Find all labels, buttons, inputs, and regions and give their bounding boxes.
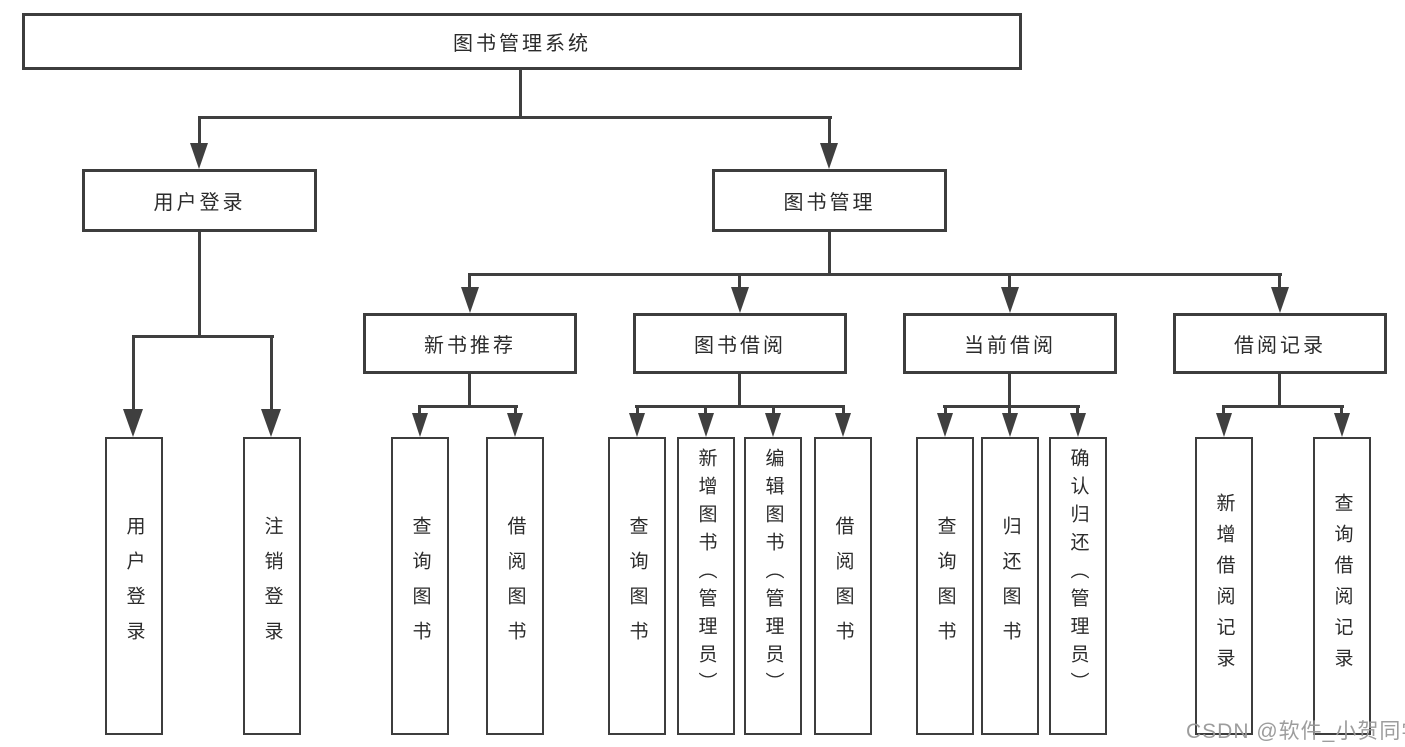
connector-groupD-stem (1278, 374, 1281, 408)
leaf-query-books-borrowing: 查询图书 (608, 437, 666, 735)
leaf-label: 查询图书 (934, 516, 956, 656)
connector-drop-leaf (772, 405, 775, 415)
connector-drop-leaf (1222, 405, 1225, 415)
connector-groupA-rail (418, 405, 518, 408)
arrow-down-icon (1216, 413, 1232, 437)
connector-drop-leaf (270, 335, 273, 411)
leaf-query-books-current: 查询图书 (916, 437, 974, 735)
arrow-down-icon (1334, 413, 1350, 437)
arrow-down-icon (461, 287, 479, 313)
arrow-down-icon (1070, 413, 1086, 437)
connector-drop-book-management (828, 116, 831, 146)
connector-drop-leaf (1340, 405, 1343, 415)
node-new-book-recommend: 新书推荐 (363, 313, 577, 374)
leaf-query-books-recommend: 查询图书 (391, 437, 449, 735)
leaf-borrow-books-borrowing: 借阅图书 (814, 437, 872, 735)
node-label: 新书推荐 (424, 335, 516, 357)
arrow-down-icon (629, 413, 645, 437)
leaf-label: 借阅图书 (504, 516, 526, 656)
connector-groupC-rail (943, 405, 1080, 408)
connector-drop-level3 (738, 273, 741, 289)
connector-drop-user-login (198, 116, 201, 146)
leaf-add-borrow-record: 新增借阅记录 (1195, 437, 1253, 735)
node-label: 用户登录 (153, 192, 246, 214)
arrow-down-icon (261, 409, 281, 437)
node-label: 图书借阅 (694, 335, 786, 357)
connector-drop-level3 (468, 273, 471, 289)
arrow-down-icon (937, 413, 953, 437)
leaf-label: 查询借阅记录 (1331, 493, 1353, 679)
connector-user-login-stem (198, 232, 201, 338)
node-book-borrowing: 图书借阅 (633, 313, 847, 374)
leaf-label: 编辑图书（管理员） (762, 448, 784, 700)
node-current-borrowing: 当前借阅 (903, 313, 1117, 374)
arrow-down-icon (412, 413, 428, 437)
leaf-label: 注销登录 (261, 516, 283, 656)
arrow-down-icon (190, 143, 208, 169)
leaf-confirm-return-admin: 确认归还（管理员） (1049, 437, 1107, 735)
connector-drop-leaf (1008, 405, 1011, 415)
leaf-label: 确认归还（管理员） (1067, 448, 1089, 700)
connector-groupD-rail (1222, 405, 1344, 408)
node-book-management: 图书管理 (712, 169, 947, 232)
leaf-logout: 注销登录 (243, 437, 301, 735)
leaf-label: 借阅图书 (832, 516, 854, 656)
connector-drop-level3 (1008, 273, 1011, 289)
connector-drop-leaf (842, 405, 845, 415)
node-label: 图书管理 (783, 192, 876, 214)
connector-drop-leaf (418, 405, 421, 415)
connector-root-stem (519, 69, 522, 118)
connector-groupC-stem (1008, 374, 1011, 408)
node-root-library-system: 图书管理系统 (22, 13, 1022, 70)
leaf-edit-book-admin: 编辑图书（管理员） (744, 437, 802, 735)
leaf-label: 新增借阅记录 (1213, 493, 1235, 679)
leaf-label: 用户登录 (123, 516, 145, 656)
csdn-watermark: CSDN @软件_小贺同学 (1186, 720, 1405, 743)
connector-drop-leaf (514, 405, 517, 415)
connector-drop-level3 (1278, 273, 1281, 289)
connector-level3-rail (468, 273, 1282, 276)
leaf-label: 查询图书 (409, 516, 431, 656)
node-borrowing-records: 借阅记录 (1173, 313, 1387, 374)
connector-groupA-stem (468, 374, 471, 408)
connector-user-login-rail (132, 335, 274, 338)
connector-drop-leaf (636, 405, 639, 415)
node-user-login: 用户登录 (82, 169, 317, 232)
leaf-borrow-books-recommend: 借阅图书 (486, 437, 544, 735)
leaf-label: 新增图书（管理员） (695, 448, 717, 700)
arrow-down-icon (731, 287, 749, 313)
arrow-down-icon (698, 413, 714, 437)
leaf-query-borrow-record: 查询借阅记录 (1313, 437, 1371, 735)
connector-level2-rail (198, 116, 832, 119)
leaf-label: 归还图书 (999, 516, 1021, 656)
arrow-down-icon (835, 413, 851, 437)
connector-groupB-stem (738, 374, 741, 408)
arrow-down-icon (820, 143, 838, 169)
node-label: 借阅记录 (1234, 335, 1326, 357)
connector-drop-leaf (1076, 405, 1079, 415)
connector-drop-leaf (944, 405, 947, 415)
arrow-down-icon (1002, 413, 1018, 437)
leaf-label: 查询图书 (626, 516, 648, 656)
arrow-down-icon (507, 413, 523, 437)
arrow-down-icon (765, 413, 781, 437)
connector-drop-leaf (704, 405, 707, 415)
arrow-down-icon (1271, 287, 1289, 313)
leaf-return-book: 归还图书 (981, 437, 1039, 735)
node-label: 当前借阅 (964, 335, 1056, 357)
arrow-down-icon (123, 409, 143, 437)
node-label: 图书管理系统 (453, 33, 591, 55)
leaf-user-login: 用户登录 (105, 437, 163, 735)
connector-book-management-stem (828, 232, 831, 276)
arrow-down-icon (1001, 287, 1019, 313)
connector-groupB-rail (635, 405, 845, 408)
connector-drop-leaf (132, 335, 135, 411)
leaf-add-book-admin: 新增图书（管理员） (677, 437, 735, 735)
